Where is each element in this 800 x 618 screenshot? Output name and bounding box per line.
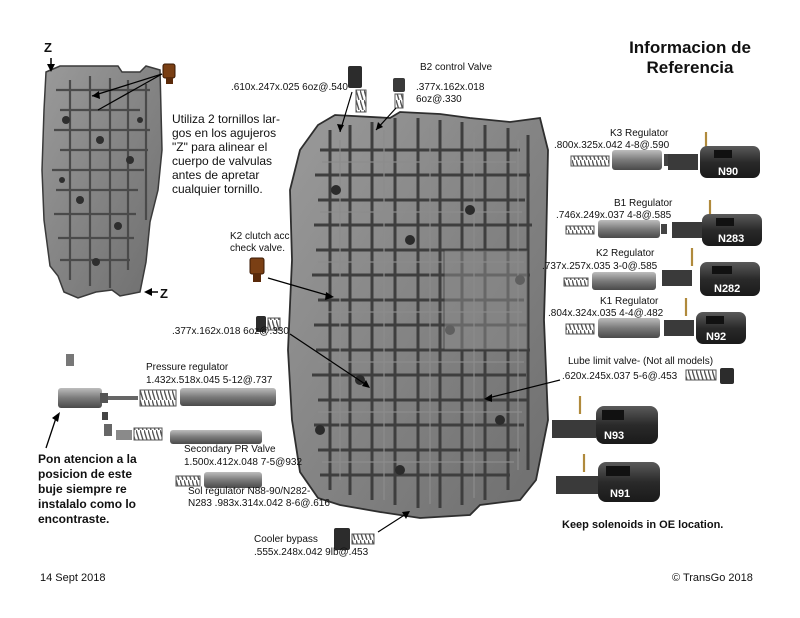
solenoid-label: N90 [718, 166, 738, 178]
sol-regulator-label: Sol regulator N88-90/N282- [188, 486, 311, 497]
bushing-instruction: Pon atencion a la posicion de este buje … [38, 452, 137, 526]
secondary-pr-label: Secondary PR Valve [184, 444, 276, 455]
small-valve-body [41, 65, 163, 299]
footer-copyright: © TransGo 2018 [672, 572, 753, 584]
sol-regulator-parts [175, 472, 262, 488]
solenoid-label: N282 [714, 283, 740, 295]
solenoid-n283: N283 [672, 200, 762, 246]
pressure-regulator-label: Pressure regulator [146, 362, 229, 373]
title-line1: Informacion de [629, 38, 751, 57]
footer-date: 14 Sept 2018 [40, 572, 106, 584]
cooler-bypass-parts [334, 528, 375, 550]
k3-regulator-parts [570, 150, 670, 170]
lube-limit-label: Lube limit valve- (Not all models) [568, 356, 714, 367]
pressure-regulator-spec: 1.432x.518x.045 5-12@.737 [146, 375, 273, 386]
b1-regulator-label: B1 Regulator [614, 198, 673, 209]
k2-clutch-spec: .377x.162x.018 6oz@.330 [172, 326, 289, 337]
sol-regulator-spec: N283 .983x.314x.042 8-6@.616 [188, 498, 330, 509]
solenoid-n90: N90 [668, 132, 760, 178]
cooler-bypass-spec: .555x.248x.042 9lb@.453 [254, 547, 369, 558]
k2-check-valve [249, 257, 265, 282]
z-marker-top: Z [44, 40, 52, 55]
k2-regulator-parts [563, 272, 656, 290]
lube-limit-parts [685, 368, 734, 384]
solenoid-label: N92 [706, 331, 726, 343]
solenoid-label: N93 [604, 430, 624, 442]
k1-regulator-spec: .804x.324x.035 4-4@.482 [548, 308, 664, 319]
k2-clutch-label: K2 clutch acc check valve. [230, 231, 290, 254]
bolts-instruction: Utiliza 2 tornillos lar- gos en los aguj… [172, 112, 281, 196]
k1-regulator-parts [565, 318, 660, 338]
solenoid-n92: N92 [664, 298, 746, 344]
page-title: Informacion de Referencia [600, 38, 780, 78]
solenoid-n91: N91 [556, 454, 660, 502]
b1-regulator-spec: .746x.249x.037 4-8@.585 [556, 210, 672, 221]
top-valve-parts [348, 66, 405, 113]
solenoid-n93: N93 [552, 396, 658, 444]
pressure-regulator-parts [58, 354, 276, 420]
top-valve-spec: .610x.247x.025 6oz@.540 [231, 82, 348, 93]
title-line2: Referencia [646, 58, 734, 77]
solenoid-label: N91 [610, 488, 630, 500]
cooler-bypass-label: Cooler bypass [254, 534, 318, 545]
main-valve-body [287, 111, 549, 519]
z-marker-bottom: Z [160, 286, 168, 301]
small-check-valve [162, 63, 176, 84]
k2-regulator-label: K2 Regulator [596, 248, 655, 259]
b1-regulator-parts [565, 220, 667, 238]
keep-solenoids-note: Keep solenoids in OE location. [562, 519, 724, 531]
b2-control-spec: .377x.162x.018 6oz@.330 [416, 82, 485, 105]
k3-regulator-label: K3 Regulator [610, 128, 669, 139]
k2-spring-parts [256, 316, 281, 332]
k3-regulator-spec: .800x.325x.042 4-8@.590 [554, 140, 670, 151]
k1-regulator-label: K1 Regulator [600, 296, 659, 307]
lube-limit-spec: .620x.245x.037 5-6@.453 [562, 371, 678, 382]
solenoid-n282: N282 [662, 248, 760, 296]
solenoid-label: N283 [718, 233, 744, 245]
b2-control-label: B2 control Valve [420, 62, 493, 73]
secondary-pr-parts [104, 424, 262, 444]
k2-regulator-spec: .737x.257x.035 3-0@.585 [542, 261, 658, 272]
secondary-pr-spec: 1.500x.412x.048 7-5@932 [184, 457, 303, 468]
